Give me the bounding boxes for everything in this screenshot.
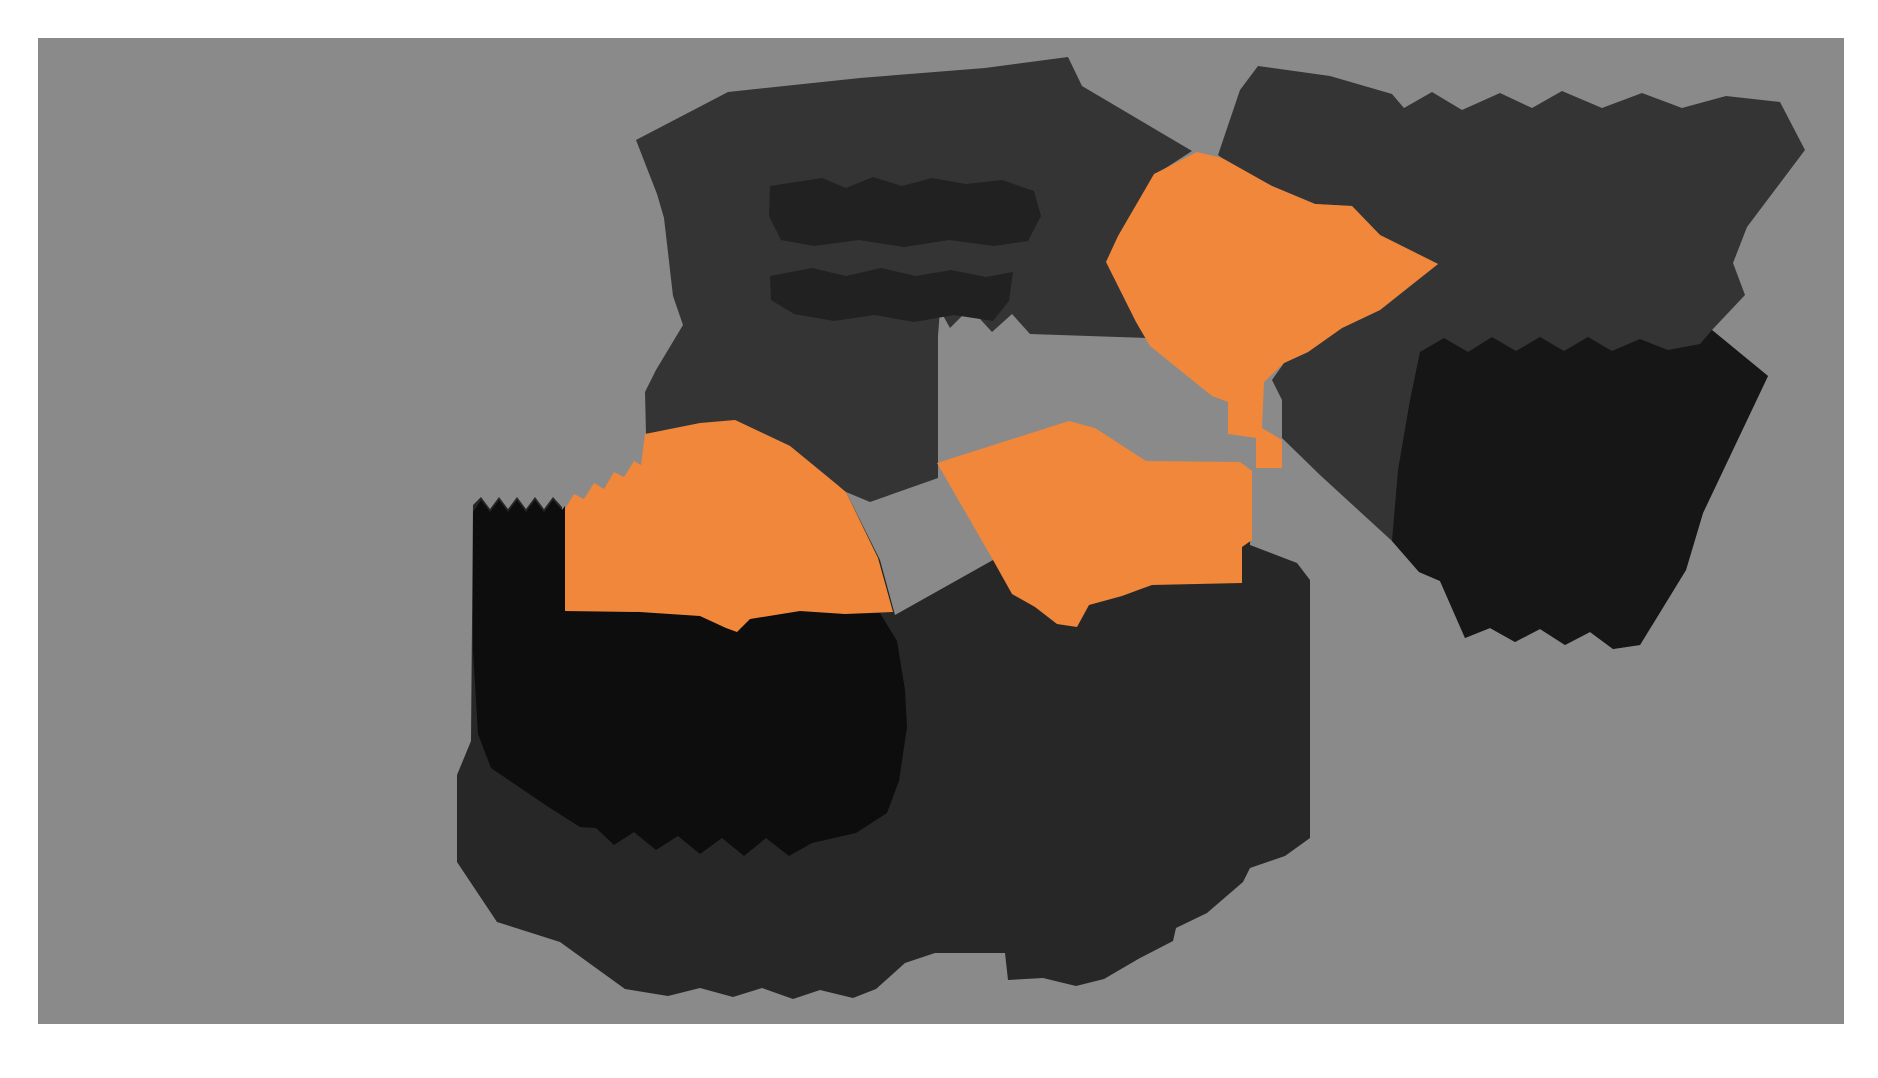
banner-text-row-2-blob xyxy=(770,268,1013,322)
black-circle-blob xyxy=(473,500,907,856)
orange-diamond-arrow-blob xyxy=(1106,152,1438,468)
orange-center-lobe-blob xyxy=(937,421,1252,627)
orange-left-lobe-blob xyxy=(565,420,893,632)
right-mass-lower-black-blob xyxy=(1392,330,1768,649)
banner-text-row-1-blob xyxy=(769,177,1041,247)
